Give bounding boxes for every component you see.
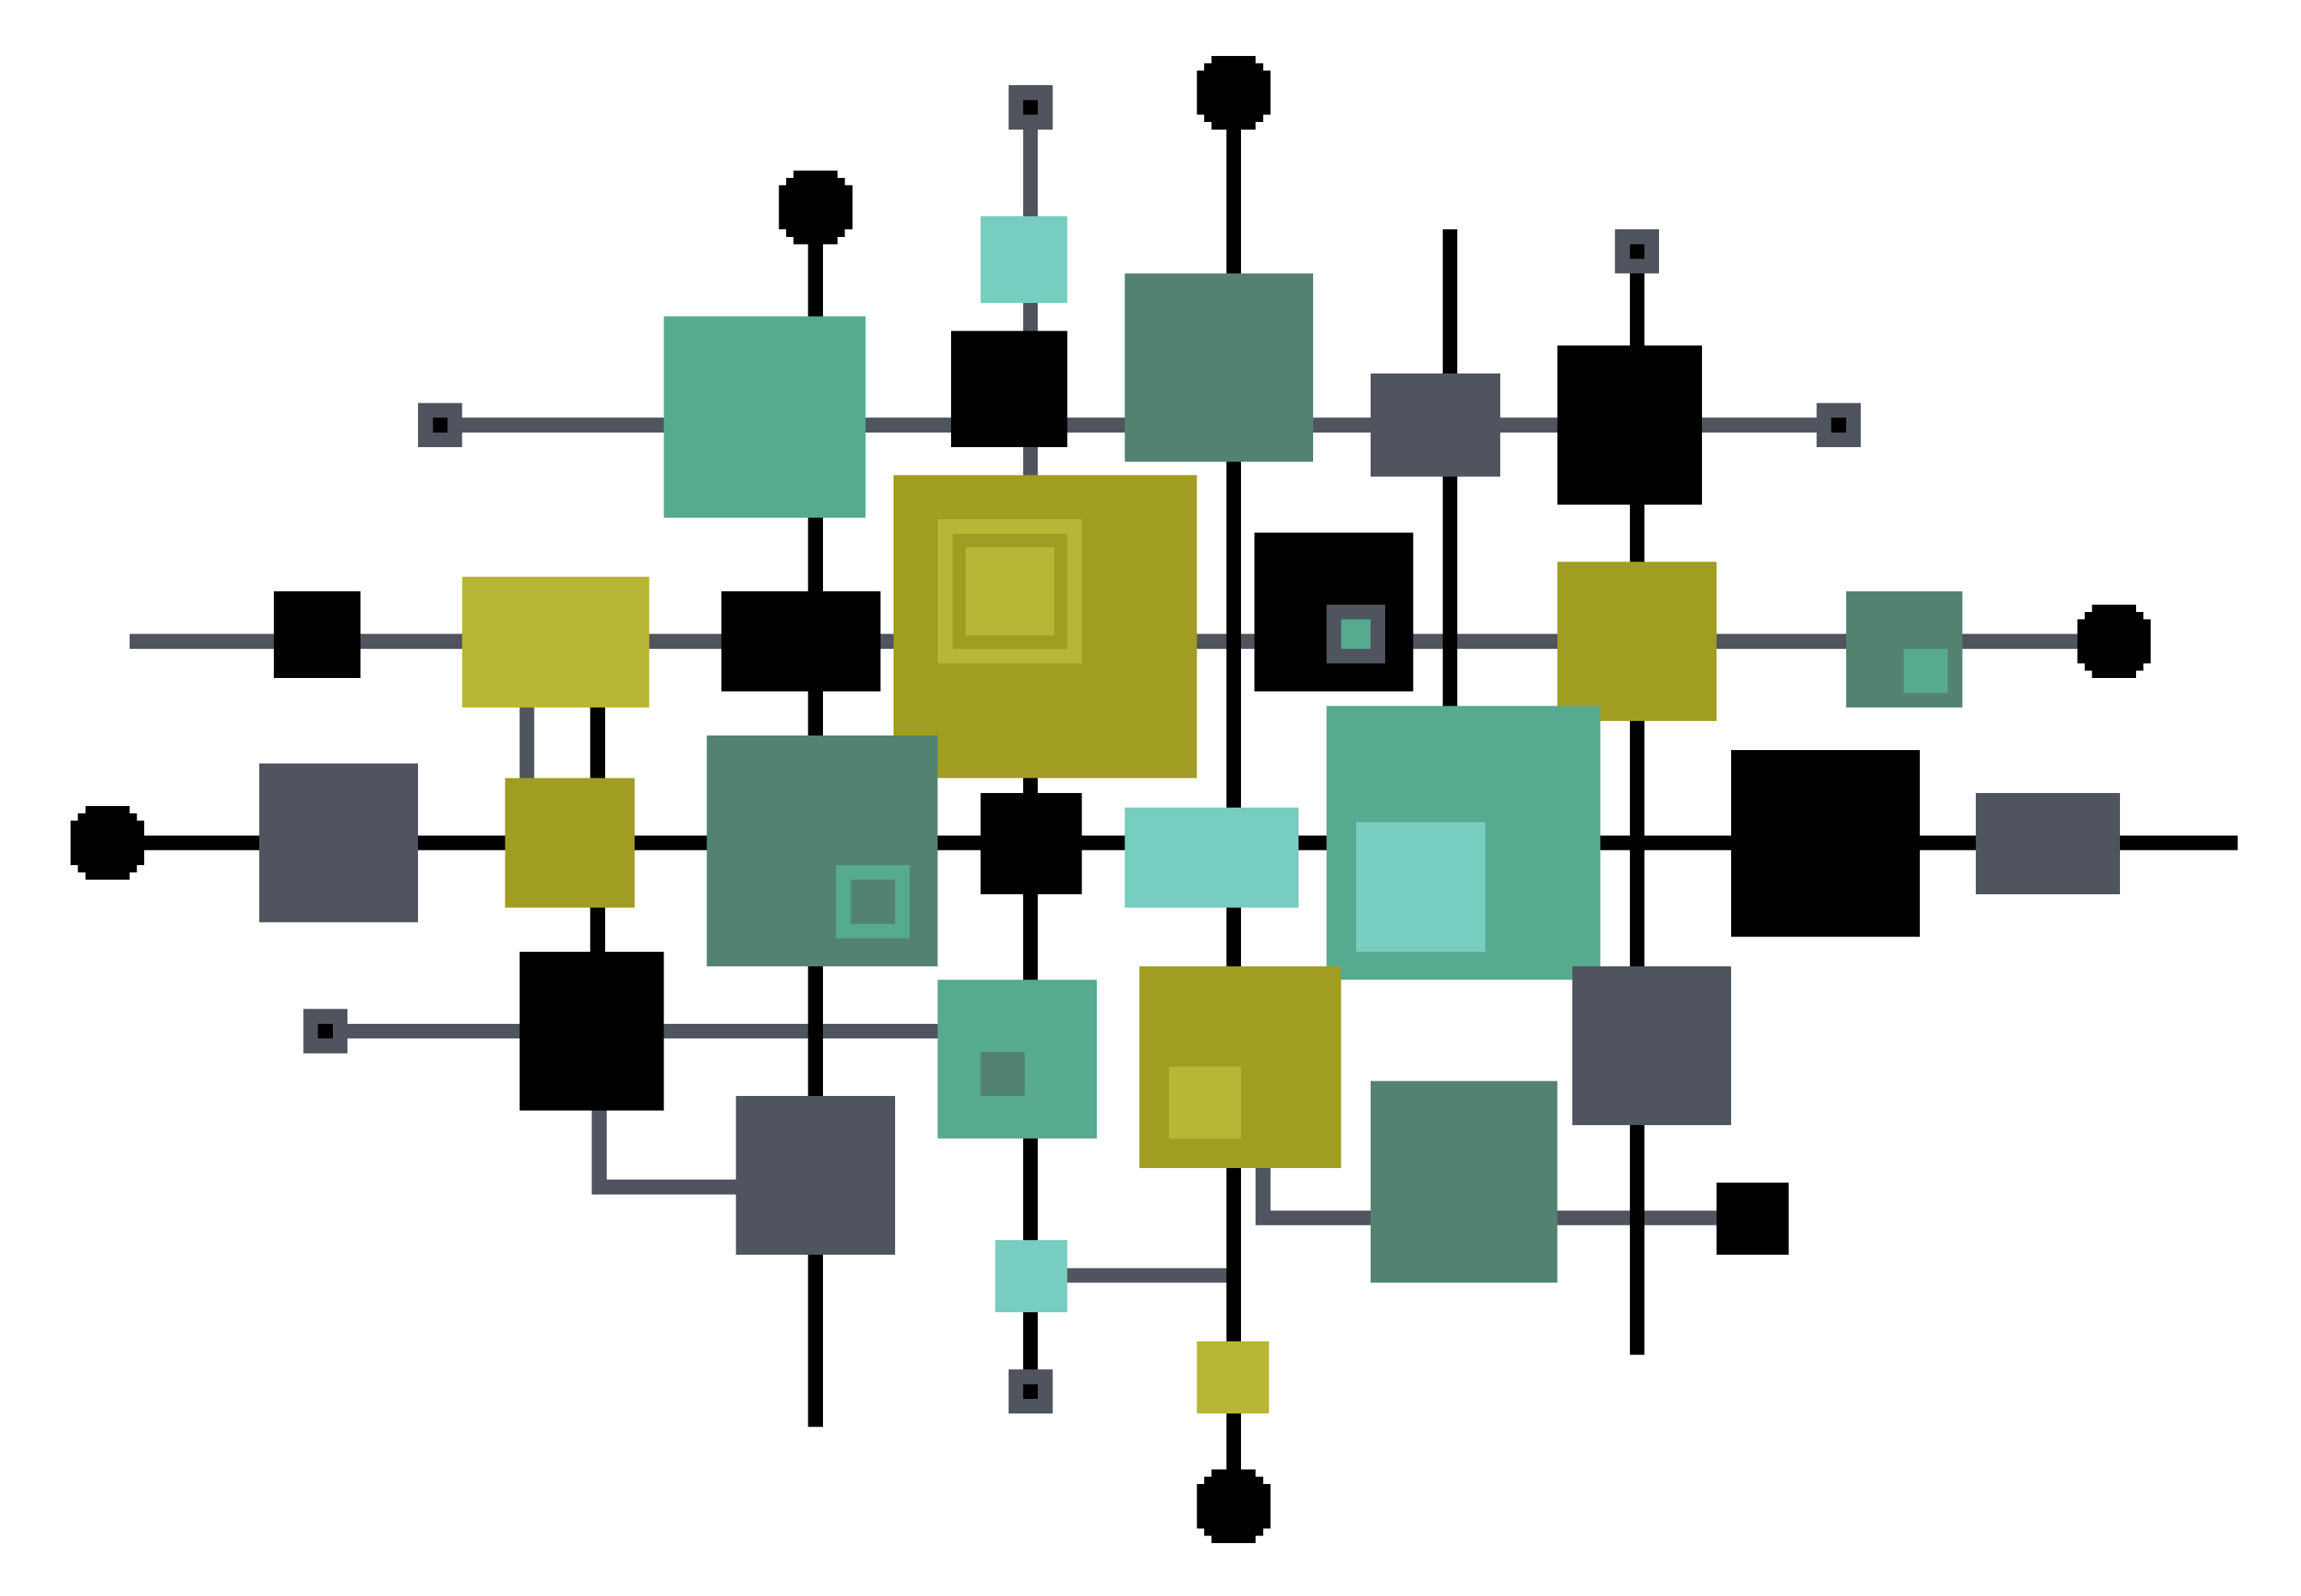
square-black-bottom-right: [1717, 1183, 1789, 1255]
small-dark-teal-inner: [851, 879, 895, 924]
square-black-axis-right: [1731, 750, 1920, 937]
square-light-teal-bottom: [995, 1239, 1068, 1312]
square-olive-left: [505, 778, 635, 908]
rect-black-left-mid: [721, 591, 881, 692]
end-caps: [71, 55, 2151, 1543]
square-black-top-right: [1557, 345, 1702, 505]
square-dark-teal-bottom-right: [1370, 1081, 1558, 1283]
end-cap-right: [2077, 604, 2151, 679]
v-line-slate-left: [519, 691, 535, 795]
end-cap-top: [1197, 55, 1271, 130]
square-slate-top-right: [1370, 373, 1500, 477]
small-teal-inset: [1341, 619, 1371, 649]
square-black-lower-left: [519, 951, 664, 1111]
terminal-dot-bottom: [1008, 1369, 1053, 1414]
small-teal-inset-right: [1903, 648, 1948, 693]
rect-slate-axis-far-right: [1975, 792, 2120, 895]
rect-light-olive-left: [462, 576, 650, 708]
small-light-olive-inset: [1168, 1066, 1242, 1139]
terminal-dot-top: [1008, 85, 1053, 130]
terminal-dots: [303, 85, 1862, 1414]
end-cap-bottom: [1197, 1469, 1271, 1543]
square-slate-left: [258, 763, 419, 923]
h-line-slate-lower-left: [591, 1180, 769, 1195]
small-dark-teal-lower: [980, 1051, 1025, 1096]
square-black-top-mid: [950, 331, 1068, 448]
v-line-slate-lower-left: [591, 1095, 607, 1195]
square-light-teal-top: [980, 216, 1068, 304]
square-slate-bottom-left: [736, 1095, 895, 1255]
terminal-dot-row1-left: [418, 403, 463, 448]
end-cap-left: [71, 806, 145, 880]
squares: [258, 216, 2120, 1414]
square-light-olive-bottom: [1197, 1341, 1269, 1414]
h-line-slate-lower-mid: [1030, 1268, 1234, 1283]
square-dark-teal-top: [1124, 273, 1314, 462]
terminal-dot-row3-left: [303, 1009, 347, 1054]
square-light-teal-inset: [1355, 822, 1486, 952]
end-cap-top-left: [779, 170, 853, 245]
square-olive-right: [1557, 561, 1717, 721]
square-black-far-left: [274, 591, 361, 679]
square-black-axis-mid: [980, 792, 1082, 895]
terminal-dot-top-right: [1615, 229, 1660, 274]
square-teal-large-topleft: [663, 316, 866, 518]
square-slate-lower-right: [1572, 966, 1732, 1126]
nested-frame-inner: [966, 547, 1055, 636]
rect-light-teal-axis: [1124, 807, 1299, 908]
terminal-dot-row1-right: [1816, 403, 1862, 448]
